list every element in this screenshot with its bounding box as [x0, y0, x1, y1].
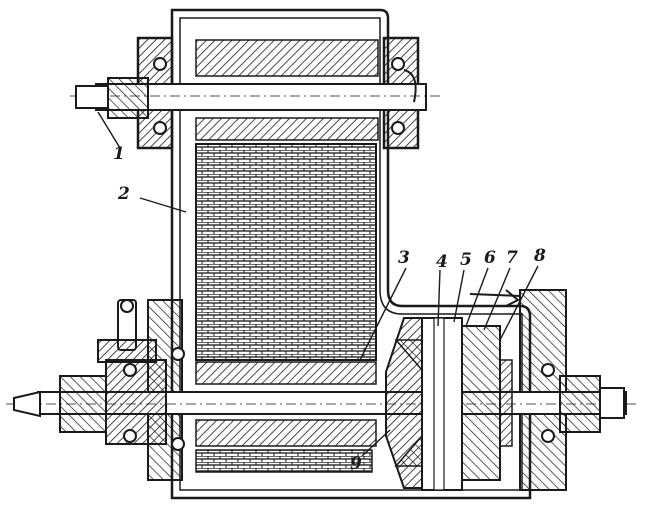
upper-shaft [70, 57, 440, 135]
shift-lever [97, 299, 157, 363]
callout-2: 2 [118, 184, 130, 204]
lower-rotor [195, 361, 377, 473]
callout-5: 5 [460, 250, 472, 270]
upper-rotor [195, 39, 379, 141]
callout-6: 6 [484, 248, 496, 268]
callout-7: 7 [506, 248, 518, 268]
callout-1: 1 [113, 144, 125, 164]
laminated-core [195, 143, 377, 361]
callout-8: 8 [534, 246, 546, 266]
callout-9: 9 [350, 454, 362, 474]
callout-3: 3 [398, 248, 410, 268]
leader-lines [97, 111, 539, 457]
differential-assembly [385, 289, 521, 491]
callout-4: 4 [436, 252, 448, 272]
